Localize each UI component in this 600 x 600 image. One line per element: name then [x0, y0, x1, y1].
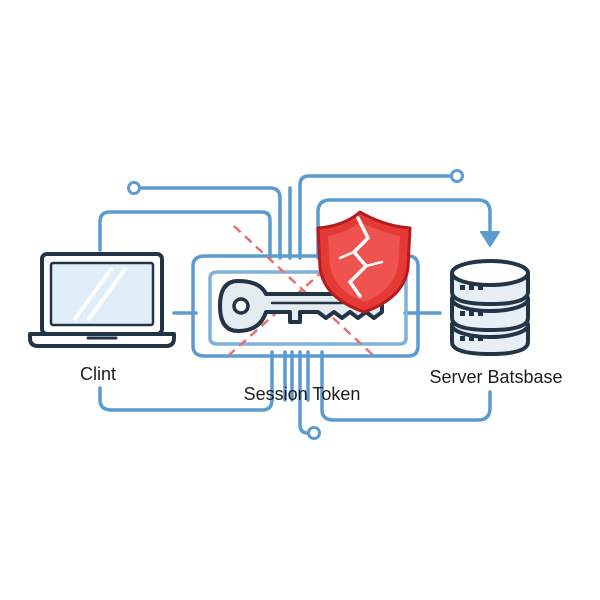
terminal-dot-right — [450, 169, 464, 183]
wire-client-bottom — [98, 350, 274, 412]
wire-server-bottom — [320, 350, 492, 422]
token-label: Session Token — [244, 384, 361, 404]
wire-client-top — [98, 210, 272, 260]
cross-out-icon — [227, 225, 375, 357]
terminal-dot-bottom — [307, 426, 321, 440]
database-icon — [450, 259, 530, 356]
wire-top-left — [138, 186, 282, 260]
client-label: Clint — [80, 364, 116, 384]
broken-shield-icon — [316, 210, 412, 314]
wire-bus-top-2 — [298, 174, 454, 260]
connection-wires — [98, 169, 500, 440]
token-frame-outer — [191, 254, 420, 358]
arrow-head-icon — [480, 231, 500, 247]
laptop-icon — [28, 252, 176, 348]
wire-to-server — [316, 198, 492, 260]
terminal-dot-left — [127, 181, 141, 195]
server-label: Server Batsbase — [429, 367, 562, 387]
